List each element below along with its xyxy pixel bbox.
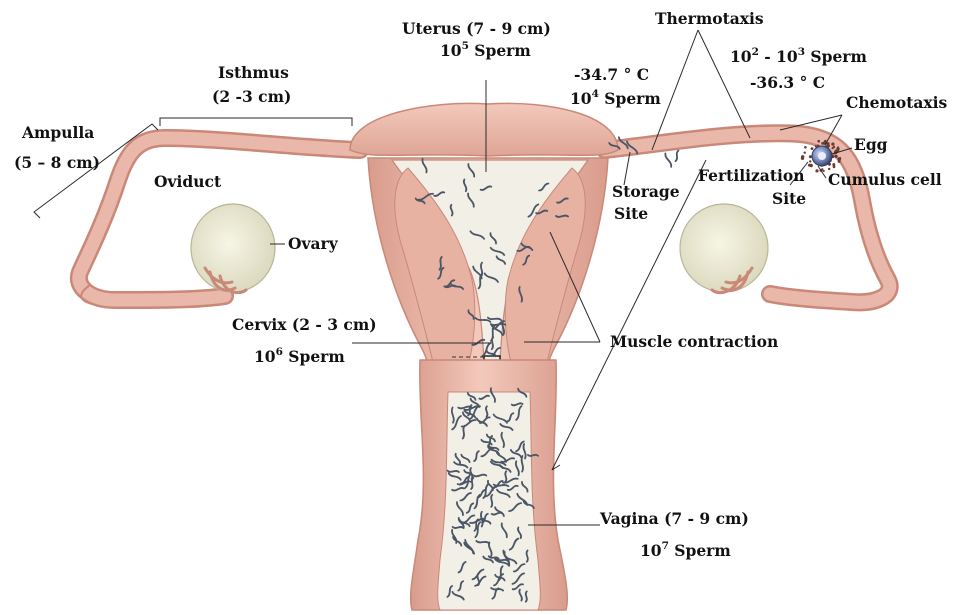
sperm-icon [440, 257, 442, 270]
sperm-icon [676, 151, 679, 162]
isthmus-label: Isthmus [218, 63, 289, 82]
thermotaxis-label: Thermotaxis [655, 9, 764, 28]
sperm-icon [476, 541, 489, 543]
cumulus-cell-dot [835, 155, 838, 158]
sperm-icon [665, 153, 671, 166]
storage-sperm-label: 104 Sperm [570, 88, 661, 108]
sperm-icon [453, 527, 464, 528]
fertilization-sperm-label: 102 - 103 Sperm [730, 46, 867, 66]
right-ovary [680, 204, 768, 293]
cumulus-cell-dot [804, 146, 807, 149]
cumulus-cell-dot [832, 163, 835, 166]
storage-label: Storage [612, 182, 680, 201]
sperm-icon [481, 263, 482, 277]
uterus-label: Uterus (7 - 9 cm) [402, 19, 551, 38]
vagina-sperm-label: 107 Sperm [640, 540, 731, 560]
left-ovary [191, 204, 275, 293]
chemotaxis-label: Chemotaxis [846, 93, 948, 112]
fertilization-site-label: Site [772, 189, 806, 208]
cumulus-cell-dot [817, 140, 820, 143]
sperm-icon [527, 551, 528, 562]
cumulus-cell-dot [839, 157, 841, 159]
ovary-label: Ovary [288, 234, 339, 253]
cervix-label: Cervix (2 - 3 cm) [232, 315, 377, 334]
fertilization-temperature-label: -36.3 ° C [750, 73, 825, 92]
cumulus-cell-dot [821, 168, 823, 170]
cumulus-cell-dot [838, 160, 841, 163]
sperm-icon [491, 495, 492, 507]
fertilization-label: Fertilization [698, 166, 805, 185]
storage-site-label: Site [614, 204, 648, 223]
sperm-icon [505, 471, 506, 482]
cumulus-cell-dot [801, 155, 804, 158]
uterus-sperm-label: 105 Sperm [440, 40, 531, 60]
sperm-icon [463, 426, 465, 439]
vagina-label: Vagina (7 - 9 cm) [599, 509, 749, 528]
storage-temperature-label: -34.7 ° C [574, 65, 649, 84]
cumulus-cell-dot [804, 152, 806, 154]
cumulus-cell-dot [810, 164, 813, 167]
cumulus-cell-dot [831, 143, 834, 146]
cumulus-cell-dot [815, 169, 818, 172]
muscle-contraction-label: Muscle contraction [610, 332, 778, 351]
sperm-icon [494, 485, 509, 487]
cumulus-cell-label: Cumulus cell [828, 170, 942, 189]
egg-label: Egg [854, 135, 888, 154]
cumulus-cell-dot [811, 147, 814, 150]
cumulus-cell-dot [823, 170, 825, 172]
ampulla-size-label: (5 – 8 cm) [14, 153, 100, 172]
sperm-icon [528, 455, 538, 456]
cumulus-cell-dot [833, 146, 835, 148]
egg-cell [812, 146, 832, 166]
sperm-icon [526, 591, 527, 601]
ampulla-label: Ampulla [21, 123, 94, 142]
cumulus-cell-dot [821, 142, 824, 145]
isthmus-size-label: (2 -3 cm) [212, 87, 291, 106]
cervix-sperm-label: 106 Sperm [254, 346, 345, 366]
oviduct-label: Oviduct [154, 172, 222, 191]
uterus [350, 103, 618, 392]
cumulus-cell-dot [809, 160, 811, 162]
sperm-icon [448, 471, 459, 472]
cumulus-cell-dot [836, 147, 839, 150]
